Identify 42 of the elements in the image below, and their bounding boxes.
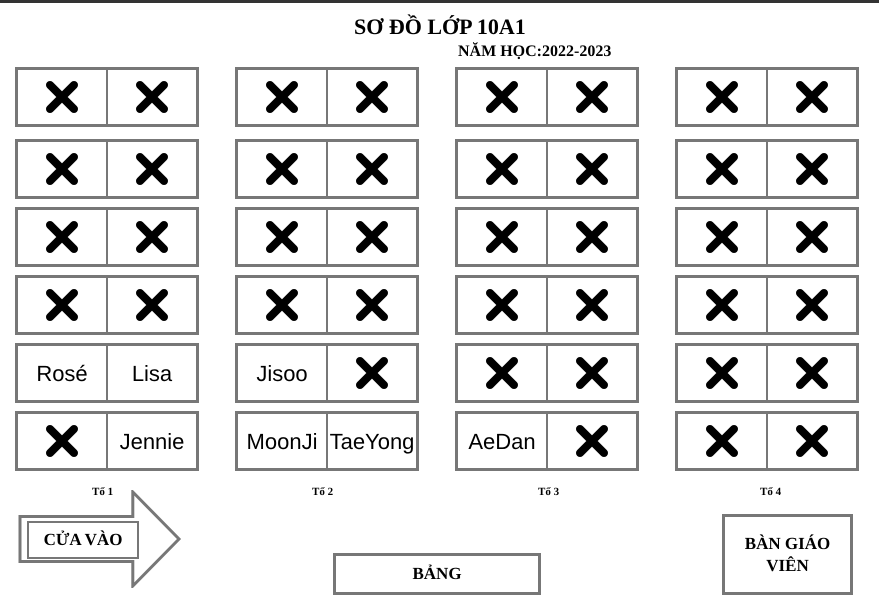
student-name: AeDan — [468, 428, 536, 456]
desk — [15, 139, 199, 199]
desk — [235, 275, 419, 335]
desk — [675, 343, 859, 403]
desk — [235, 343, 419, 403]
student-name: MoonJi — [246, 428, 318, 456]
desk — [455, 411, 639, 471]
desk — [235, 139, 419, 199]
box-label: BẢNG — [412, 563, 462, 585]
desk — [675, 411, 859, 471]
desk — [235, 67, 419, 127]
desk — [15, 411, 199, 471]
school-year: NĂM HỌC:2022-2023 — [458, 41, 612, 62]
student-name: TaeYong — [330, 428, 414, 456]
desk — [675, 139, 859, 199]
box-label: BÀN GIÁO VIÊN — [744, 533, 832, 576]
desk — [455, 139, 639, 199]
desk — [675, 275, 859, 335]
desk — [455, 67, 639, 127]
student-name: Lisa — [132, 360, 172, 388]
group-label: Tổ 4 — [760, 485, 782, 500]
title: SƠ ĐỒ LỚP 10A1 — [354, 13, 526, 41]
desk — [15, 275, 199, 335]
desk — [455, 275, 639, 335]
student-name: Jennie — [120, 428, 184, 456]
desk — [15, 67, 199, 127]
student-name: Rosé — [36, 360, 88, 388]
entrance-label: CỬA VÀO — [44, 529, 122, 552]
desk — [455, 343, 639, 403]
desk — [455, 207, 639, 267]
desk — [675, 207, 859, 267]
desk — [235, 411, 419, 471]
desk — [675, 67, 859, 127]
board-box — [333, 553, 541, 595]
group-label: Tổ 1 — [92, 485, 114, 500]
group-label: Tổ 2 — [312, 485, 334, 500]
group-label: Tổ 3 — [538, 485, 560, 500]
desk — [15, 343, 199, 403]
desk — [15, 207, 199, 267]
teacher-desk-box — [722, 514, 853, 595]
student-name: Jisoo — [256, 360, 308, 388]
desk — [235, 207, 419, 267]
